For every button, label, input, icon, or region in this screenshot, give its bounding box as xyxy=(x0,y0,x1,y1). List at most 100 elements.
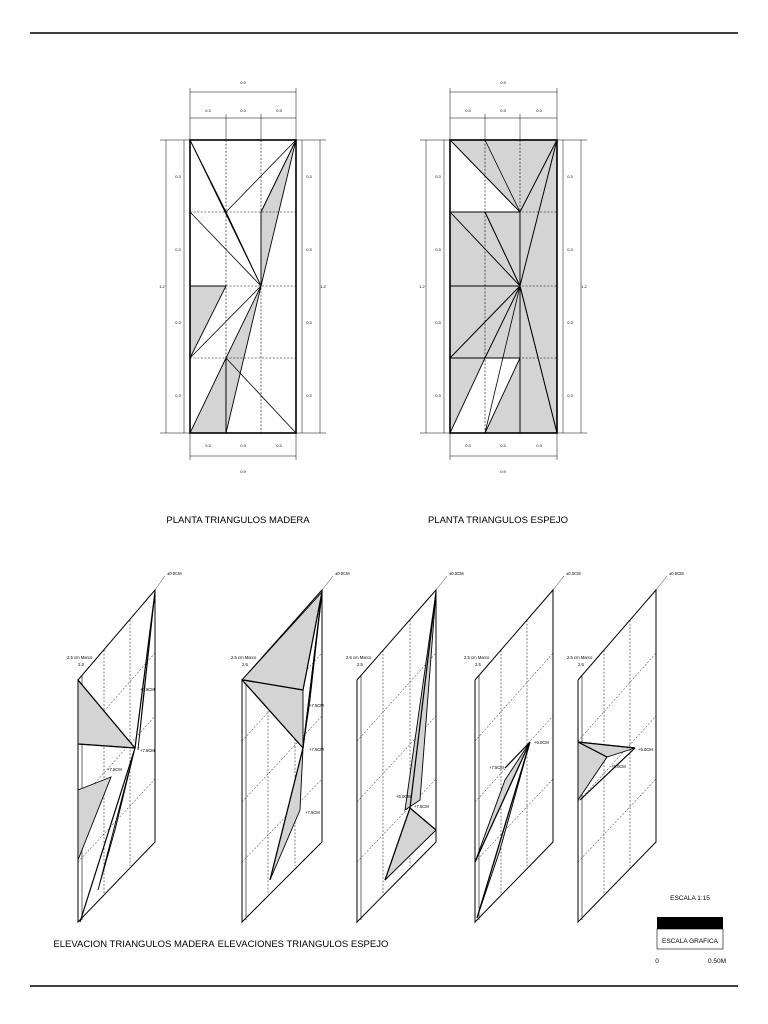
plan-madera: 0.9 0.3 0.3 0.3 0.3 0.3 0.3 0.9 0.3 0.3 … xyxy=(159,80,326,526)
elevation-panel-1-frame-label: 2.5 cm Marco xyxy=(67,655,93,660)
elevation-panel-1-triangles xyxy=(77,591,156,891)
elevation-panel-4-level-leader xyxy=(552,575,565,591)
plan-madera-dim-module-w-1: 0.3 xyxy=(205,108,211,113)
elevation-panel-2-level-2: +7.5CM xyxy=(309,747,324,752)
plan-madera-dim-bottom-w-1: 0.3 xyxy=(205,443,211,448)
plan-madera-dim-left-h-1: 0.3 xyxy=(175,174,181,179)
plan-espejo-dim-module-w-3: 0.3 xyxy=(536,108,542,113)
elevation-panel-4-level-2: +7.5CM xyxy=(489,765,504,770)
scale-bar-filled xyxy=(657,917,723,929)
elevation-panel-1-grid xyxy=(77,620,156,894)
elevation-panel-3-frame-label: 2.5 cm Marco xyxy=(346,655,372,660)
plan-espejo-dim-left-h-1: 0.3 xyxy=(435,174,441,179)
plan-madera-dim-left-h-3: 0.3 xyxy=(175,320,181,325)
plan-espejo-diagonals xyxy=(449,139,558,434)
plan-espejo-title: PLANTA TRIANGULOS ESPEJO xyxy=(428,515,568,526)
plan-espejo-dim-right-total: 1.2 xyxy=(581,284,587,289)
plan-madera-dimension-lines xyxy=(160,88,326,460)
elevation-panel-1: ±0.0CM 2.5 cm Marco 2.5 +7.5CM +7.5CM +7… xyxy=(67,571,182,924)
elevation-panel-5-level-leader xyxy=(655,575,668,591)
plan-espejo-dimension-lines xyxy=(420,88,587,460)
elevation-panel-1-frame-dim: 2.5 xyxy=(78,662,84,667)
plan-madera-dim-module-w-3: 0.3 xyxy=(276,108,282,113)
scale-start: 0 xyxy=(655,958,659,965)
elevation-panel-2-frame-label: 2.5 cm Marco xyxy=(231,655,257,660)
plan-espejo: 0.9 0.3 0.3 0.3 0.3 0.3 0.3 0.9 0.3 0.3 … xyxy=(419,80,587,526)
plan-espejo-outline xyxy=(449,139,558,434)
plan-madera-dim-right-total: 1.2 xyxy=(320,284,326,289)
elevation-panel-1-level-3: +7.5CM xyxy=(107,767,122,772)
plan-madera-outline xyxy=(189,139,297,434)
elevation-panel-4-edges xyxy=(474,741,531,919)
elevation-panel-3-grid xyxy=(356,620,437,894)
elevation-panel-1-top-level: ±0.0CM xyxy=(167,571,182,576)
elevation-panel-3-edges xyxy=(384,591,437,881)
elevation-panel-3-level-leader xyxy=(435,575,448,591)
elevation-panel-3: ±0.0CM 2.5 cm Marco 2.5 +5.0CM +7.5CM xyxy=(346,571,464,924)
elevation-panel-5-frame-dim: 2.5 xyxy=(578,662,584,667)
elevation-panel-3-top-level: ±0.0CM xyxy=(449,571,464,576)
scale-title: ESCALA 1:15 xyxy=(670,895,710,902)
plan-madera-dim-left-h-2: 0.3 xyxy=(175,247,181,252)
plan-madera-module-grid xyxy=(190,140,296,433)
plan-espejo-dim-right-h-2: 0.3 xyxy=(567,247,573,252)
plan-espejo-dim-left-h-2: 0.3 xyxy=(435,247,441,252)
elevation-panel-5-top-level: ±0.0CM xyxy=(669,571,684,576)
elevation-panel-4-frame-label: 2.5 cm Marco xyxy=(464,655,490,660)
elevation-panel-1-level-2: +7.5CM xyxy=(140,748,155,753)
graphic-scale: ESCALA 1:15 ESCALA GRAFICA 0 0.50M xyxy=(655,895,726,965)
elevation-panel-3-level-1: +5.0CM xyxy=(396,794,411,799)
elevation-panel-5-edges xyxy=(577,741,636,801)
plan-espejo-dim-bottom-w-3: 0.3 xyxy=(536,443,542,448)
plan-madera-dim-bottom-w-2: 0.3 xyxy=(240,443,246,448)
elevation-espejo-title: ELEVACIONES TRIANGULOS ESPEJO xyxy=(218,939,389,950)
plan-madera-dim-bottom-total: 0.9 xyxy=(240,469,246,474)
plan-madera-title: PLANTA TRIANGULOS MADERA xyxy=(166,515,310,526)
elevation-panel-2-frame xyxy=(241,588,323,924)
plan-madera-dim-total-width: 0.9 xyxy=(240,80,246,85)
plan-madera-dim-module-w-2: 0.3 xyxy=(240,108,246,113)
plan-espejo-dim-total-width: 0.9 xyxy=(500,80,506,85)
elevation-panel-1-frame xyxy=(77,588,156,924)
elevation-panel-4-grid xyxy=(474,620,554,894)
scale-label: ESCALA GRAFICA xyxy=(662,938,719,945)
elevation-panel-5: ±0.0CM 2.5 cm Marco 2.5 +5.0CM +5.0CM xyxy=(567,571,684,924)
plan-madera-dim-left-h-4: 0.3 xyxy=(175,393,181,398)
plan-madera-dim-right-h-2: 0.3 xyxy=(306,247,312,252)
plan-madera-dim-bottom-w-3: 0.3 xyxy=(276,443,282,448)
plan-espejo-dim-right-h-3: 0.3 xyxy=(567,320,573,325)
plan-espejo-dim-bottom-total: 0.9 xyxy=(500,469,506,474)
plan-espejo-triangles xyxy=(448,139,558,434)
plan-madera-dim-right-h-3: 0.3 xyxy=(306,320,312,325)
elevation-panel-4-level-1: +5.0CM xyxy=(534,740,549,745)
elevation-panel-2-frame-dim: 2.5 xyxy=(242,662,248,667)
elevation-panel-5-level-2: +5.0CM xyxy=(611,764,626,769)
elevation-panel-4: ±0.0CM 2.5 cm Marco 2.5 +5.0CM +7.5CM xyxy=(464,571,581,924)
elevation-panel-2-level-3: +7.5CM xyxy=(305,810,320,815)
elevation-madera-title: ELEVACION TRIANGULOS MADERA xyxy=(53,939,215,950)
plan-espejo-dim-left-total: 1.2 xyxy=(419,284,425,289)
elevation-panel-5-level-1: +5.0CM xyxy=(638,747,653,752)
plan-espejo-dim-left-h-4: 0.3 xyxy=(435,393,441,398)
elevation-panel-2: ±0.0CM 2.5 cm Marco 2.5 +7.5CM +7.5CM +7… xyxy=(231,571,350,924)
plan-espejo-dim-right-h-1: 0.3 xyxy=(567,174,573,179)
elevation-panel-1-edges xyxy=(77,591,156,923)
elevation-panel-3-frame xyxy=(356,588,437,924)
elevation-panel-3-triangles xyxy=(384,591,437,881)
plan-madera-dim-left-total: 1.2 xyxy=(159,284,165,289)
plan-madera-triangles xyxy=(189,139,297,434)
elevation-panel-3-level-2: +7.5CM xyxy=(414,804,429,809)
elevation-panel-2-top-level: ±0.0CM xyxy=(335,571,350,576)
plan-espejo-dim-bottom-w-2: 0.3 xyxy=(500,443,506,448)
plan-espejo-dim-right-h-4: 0.3 xyxy=(567,393,573,398)
elevation-panel-3-frame-dim: 2.5 xyxy=(357,662,363,667)
elevation-panel-5-grid xyxy=(577,620,657,894)
plan-espejo-dim-left-h-3: 0.3 xyxy=(435,320,441,325)
elevation-panel-1-level-1: +7.5CM xyxy=(140,687,155,692)
plan-madera-dim-right-h-1: 0.3 xyxy=(306,174,312,179)
plan-espejo-dim-module-w-2: 0.3 xyxy=(500,108,506,113)
plan-madera-dim-right-h-4: 0.3 xyxy=(306,393,312,398)
elevation-panel-2-level-leader xyxy=(321,575,334,591)
elevation-panel-2-level-1: +7.5CM xyxy=(309,703,324,708)
